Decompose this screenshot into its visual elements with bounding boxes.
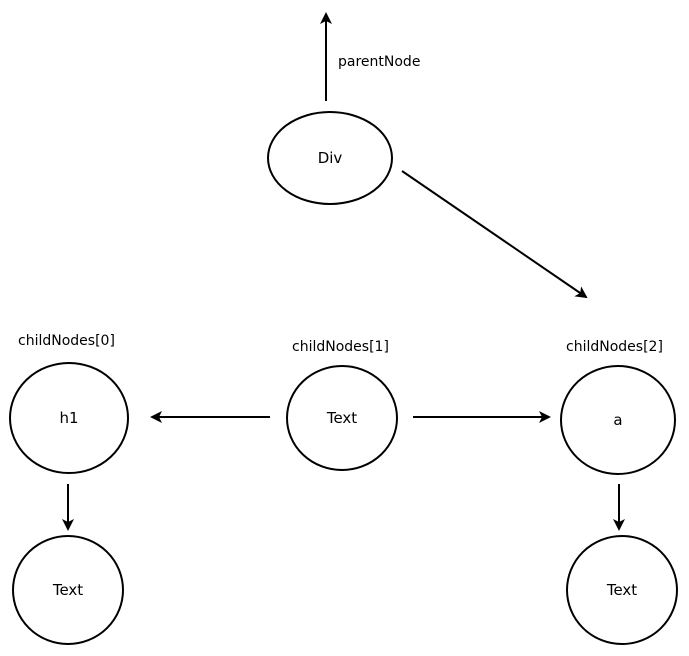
child-nodes-0-label: childNodes[0]: [18, 333, 115, 349]
div-node: Div: [267, 111, 393, 205]
text-middle-node: Text: [286, 365, 398, 471]
h1-node-label: h1: [59, 409, 78, 427]
a-node: a: [560, 365, 676, 475]
a-text-node-label: Text: [606, 581, 637, 599]
h1-text-node-label: Text: [52, 581, 83, 599]
a-node-label: a: [613, 411, 622, 429]
parent-node-label: parentNode: [338, 54, 420, 70]
h1-text-node: Text: [12, 535, 124, 645]
child-nodes-2-label: childNodes[2]: [566, 339, 663, 355]
div-node-label: Div: [318, 149, 343, 167]
child-nodes-1-label: childNodes[1]: [292, 339, 389, 355]
h1-node: h1: [9, 362, 129, 474]
text-middle-node-label: Text: [326, 409, 357, 427]
a-text-node: Text: [566, 535, 678, 645]
div-to-a-arrow: [401, 170, 588, 299]
